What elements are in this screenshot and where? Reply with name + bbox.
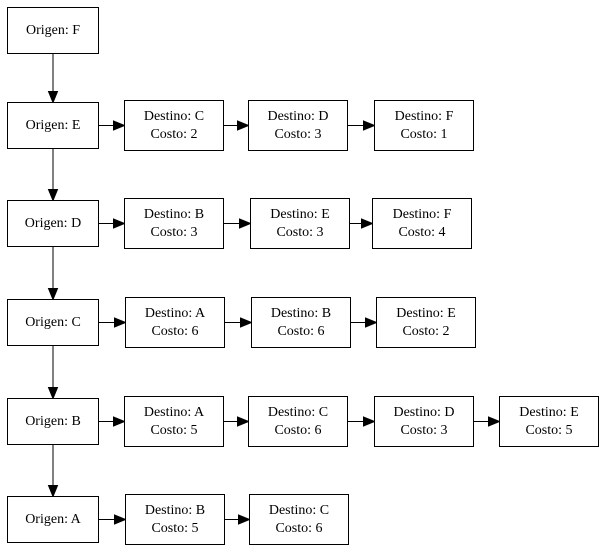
origin-5-node — [7, 496, 99, 543]
origin-1-edge-2-arrow-head — [363, 120, 376, 131]
origin-1-edge-0-cost-label: Costo: 2 — [150, 127, 197, 142]
origin-2-edge-1-cost-label: Costo: 3 — [276, 225, 323, 240]
origin-3-edge-1-arrow-head — [240, 317, 253, 328]
origin-4-edge-1-arrow-head — [237, 416, 250, 427]
origin-3-label: Origen: C — [25, 315, 81, 330]
origin-5-label: Origen: A — [25, 512, 81, 527]
origin-3-edge-1-dest-label: Destino: B — [271, 306, 331, 321]
origin-1-edge-2-dest-label: Destino: F — [395, 109, 454, 124]
origin-5-edge-0-cost-label: Costo: 5 — [151, 521, 198, 536]
origin-1-edge-1-arrow-head — [237, 120, 250, 131]
origin-1-edge-1-cost-label: Costo: 3 — [274, 127, 321, 142]
origin-2-down-arrow-head — [47, 288, 59, 301]
origin-2-edge-0-arrow-head — [113, 218, 126, 229]
origin-3-edge-1-node — [251, 297, 351, 348]
origin-1-edge-0-dest-label: Destino: C — [144, 109, 204, 124]
origin-1-down-arrow-head — [47, 189, 59, 202]
origin-2-edge-0-node — [124, 198, 224, 249]
origin-0-node — [7, 7, 99, 54]
origin-3-edge-0-node — [125, 297, 225, 348]
origin-4-edge-1-node — [248, 396, 348, 447]
origin-2-edge-2-node — [372, 198, 472, 249]
origin-4-down-arrow-head — [47, 485, 59, 498]
origin-3-edge-0-cost-label: Costo: 6 — [151, 324, 198, 339]
origin-1-edge-0-arrow-head — [113, 120, 126, 131]
origin-0-down-arrow-head — [47, 91, 59, 104]
origin-4-edge-3-dest-label: Destino: E — [519, 405, 579, 420]
origin-3-edge-2-arrow-head — [365, 317, 378, 328]
origin-1-edge-1-node — [248, 100, 348, 151]
origin-1-node — [7, 102, 99, 149]
origin-2-edge-0-dest-label: Destino: B — [144, 207, 204, 222]
origin-0-label: Origen: F — [26, 23, 80, 38]
origin-5-edge-1-cost-label: Costo: 6 — [275, 521, 322, 536]
origin-3-edge-1-cost-label: Costo: 6 — [277, 324, 324, 339]
origin-2-edge-1-dest-label: Destino: E — [270, 207, 330, 222]
origin-3-down-arrow-head — [47, 387, 59, 400]
origin-4-edge-2-dest-label: Destino: D — [393, 405, 454, 420]
origin-5-edge-0-arrow-head — [114, 514, 127, 525]
origin-3-edge-2-dest-label: Destino: E — [396, 306, 456, 321]
origin-3-edge-0-dest-label: Destino: A — [145, 306, 206, 321]
origin-2-label: Origen: D — [25, 216, 81, 231]
origin-4-edge-3-cost-label: Costo: 5 — [525, 423, 572, 438]
origin-5-edge-1-dest-label: Destino: C — [269, 503, 329, 518]
origin-2-edge-1-arrow-head — [239, 218, 252, 229]
origin-4-node — [7, 398, 99, 445]
origin-2-edge-1-node — [250, 198, 350, 249]
origin-4-edge-1-cost-label: Costo: 6 — [274, 423, 321, 438]
origin-1-edge-1-dest-label: Destino: D — [267, 109, 328, 124]
origin-4-label: Origen: B — [25, 414, 81, 429]
origin-2-edge-2-dest-label: Destino: F — [393, 207, 452, 222]
origin-5-edge-1-arrow-head — [238, 514, 251, 525]
origin-3-edge-2-node — [376, 297, 476, 348]
origin-5-edge-0-node — [125, 494, 225, 545]
origin-5-edge-0-dest-label: Destino: B — [145, 503, 205, 518]
origin-4-edge-3-node — [499, 396, 599, 447]
origin-4-edge-2-node — [374, 396, 474, 447]
origin-4-edge-0-node — [124, 396, 224, 447]
origin-4-edge-0-arrow-head — [113, 416, 126, 427]
origin-2-edge-2-arrow-head — [361, 218, 374, 229]
origin-1-label: Origen: E — [26, 118, 81, 133]
origin-1-edge-2-cost-label: Costo: 1 — [400, 127, 447, 142]
origin-3-edge-2-cost-label: Costo: 2 — [402, 324, 449, 339]
origin-4-edge-2-arrow-head — [363, 416, 376, 427]
origin-4-edge-0-cost-label: Costo: 5 — [150, 423, 197, 438]
origin-1-edge-0-node — [124, 100, 224, 151]
origin-1-edge-2-node — [374, 100, 474, 151]
origin-5-edge-1-node — [249, 494, 349, 545]
origin-3-edge-0-arrow-head — [114, 317, 127, 328]
origin-4-edge-0-dest-label: Destino: A — [144, 405, 205, 420]
origin-2-edge-2-cost-label: Costo: 4 — [398, 225, 445, 240]
origin-2-edge-0-cost-label: Costo: 3 — [150, 225, 197, 240]
origin-4-edge-1-dest-label: Destino: C — [268, 405, 328, 420]
origin-2-node — [7, 200, 99, 247]
origin-4-edge-2-cost-label: Costo: 3 — [400, 423, 447, 438]
origin-4-edge-3-arrow-head — [488, 416, 501, 427]
